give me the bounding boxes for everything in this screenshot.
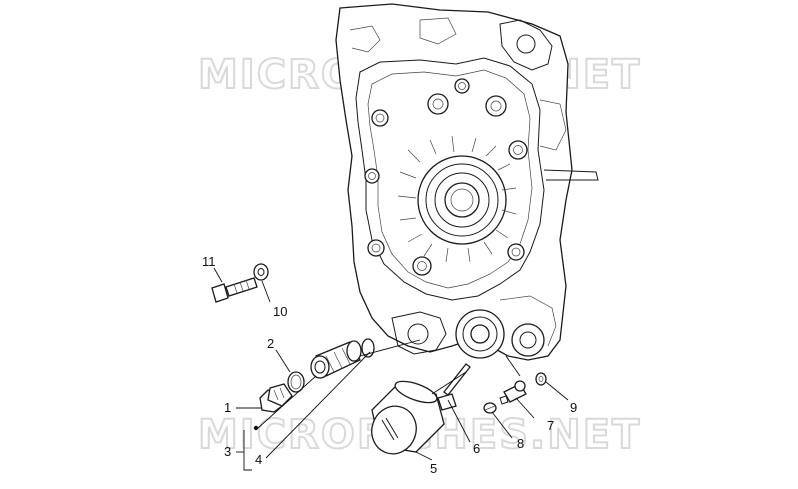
washer-part-9 (535, 372, 547, 386)
callout-4: 4 (255, 452, 262, 467)
callout-8: 8 (517, 436, 524, 451)
drain-plug-part-1 (259, 383, 293, 413)
callouts: 11 10 2 1 3 4 5 6 7 8 9 (202, 254, 577, 476)
leader-lines (213, 267, 569, 471)
callout-11: 11 (202, 254, 216, 269)
callout-1: 1 (224, 400, 231, 415)
leader-dot (253, 425, 259, 431)
washer-part-10 (253, 263, 269, 281)
callout-5: 5 (430, 461, 437, 476)
oil-filter-part-5 (371, 380, 457, 455)
o-ring-filter (361, 338, 375, 358)
o-ring-part-2 (287, 371, 305, 393)
assembly-lines (359, 339, 521, 395)
sensor-part-7 (499, 380, 527, 405)
callout-2: 2 (267, 336, 274, 351)
callout-3: 3 (224, 444, 231, 459)
mesh-filter-part-4 (310, 340, 362, 379)
clip-part-8 (483, 402, 497, 414)
crankcase (335, 3, 599, 361)
bolt-part-11 (211, 277, 258, 303)
stud-part-6 (443, 363, 471, 396)
callout-7: 7 (547, 418, 554, 433)
callout-6: 6 (473, 441, 480, 456)
callout-9: 9 (570, 400, 577, 415)
callout-10: 10 (273, 304, 287, 319)
